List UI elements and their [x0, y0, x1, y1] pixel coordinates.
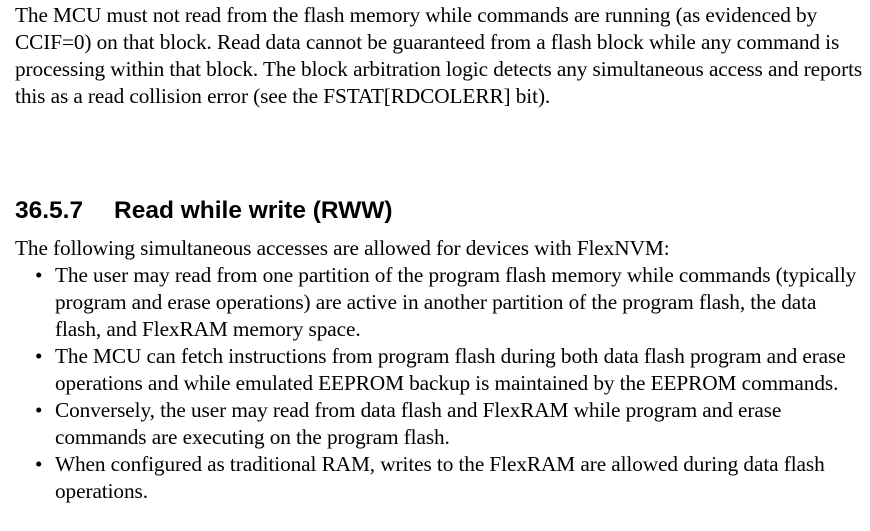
bullet-item: • Conversely, the user may read from dat… — [15, 397, 865, 451]
bullet-text: The user may read from one partition of … — [55, 263, 857, 341]
section-number: 36.5.7 — [15, 197, 84, 224]
bullet-icon: • — [35, 452, 43, 476]
bullet-text: When configured as traditional RAM, writ… — [55, 452, 825, 503]
bullet-icon: • — [35, 263, 43, 287]
bullet-item: • When configured as traditional RAM, wr… — [15, 451, 865, 505]
bullet-text: Conversely, the user may read from data … — [55, 398, 782, 449]
bullet-text: The MCU can fetch instructions from prog… — [55, 344, 846, 395]
bullet-item: • The MCU can fetch instructions from pr… — [15, 343, 865, 397]
section-title: Read while write (RWW) — [114, 197, 393, 224]
bullet-icon: • — [35, 344, 43, 368]
bullet-icon: • — [35, 398, 43, 422]
bullet-item: • The user may read from one partition o… — [15, 262, 865, 343]
intro-paragraph: The MCU must not read from the flash mem… — [15, 3, 863, 108]
section-lead: The following simultaneous accesses are … — [15, 236, 670, 260]
bullet-list: • The user may read from one partition o… — [15, 262, 865, 505]
section-heading: 36.5.7 Read while write (RWW) — [15, 196, 393, 226]
document-page: The MCU must not read from the flash mem… — [15, 2, 865, 503]
